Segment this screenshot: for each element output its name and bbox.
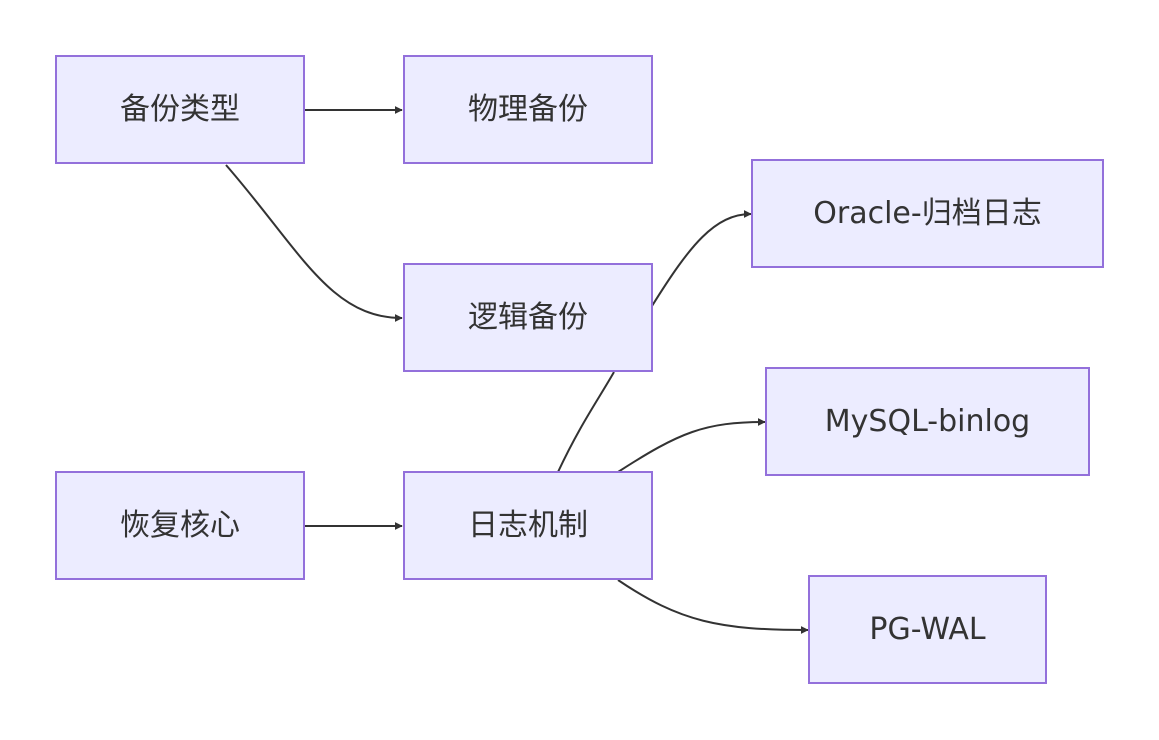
node-oracle-archive-log-label: Oracle-归档日志 xyxy=(813,196,1041,231)
node-mysql-binlog: MySQL-binlog xyxy=(765,367,1090,476)
edge-log-mechanism-to-pg-wal xyxy=(617,579,809,634)
edge-log-mechanism-to-mysql-binlog xyxy=(617,418,766,473)
node-recovery-core-label: 恢复核心 xyxy=(120,508,240,543)
node-logical-backup-label: 逻辑备份 xyxy=(468,300,588,335)
node-physical-backup-label: 物理备份 xyxy=(468,92,588,127)
node-pg-wal-label: PG-WAL xyxy=(869,612,985,647)
node-pg-wal: PG-WAL xyxy=(808,575,1047,684)
node-backup-types: 备份类型 xyxy=(55,55,305,164)
node-physical-backup: 物理备份 xyxy=(403,55,653,164)
node-mysql-binlog-label: MySQL-binlog xyxy=(825,404,1030,439)
edge-log-mechanism-to-oracle-archive-log xyxy=(557,210,752,473)
node-oracle-archive-log: Oracle-归档日志 xyxy=(751,159,1104,268)
node-logical-backup: 逻辑备份 xyxy=(403,263,653,372)
node-log-mechanism: 日志机制 xyxy=(403,471,653,580)
node-log-mechanism-label: 日志机制 xyxy=(468,508,588,543)
edge-backup-types-to-logical-backup xyxy=(225,164,403,322)
node-recovery-core: 恢复核心 xyxy=(55,471,305,580)
node-backup-types-label: 备份类型 xyxy=(120,92,240,127)
